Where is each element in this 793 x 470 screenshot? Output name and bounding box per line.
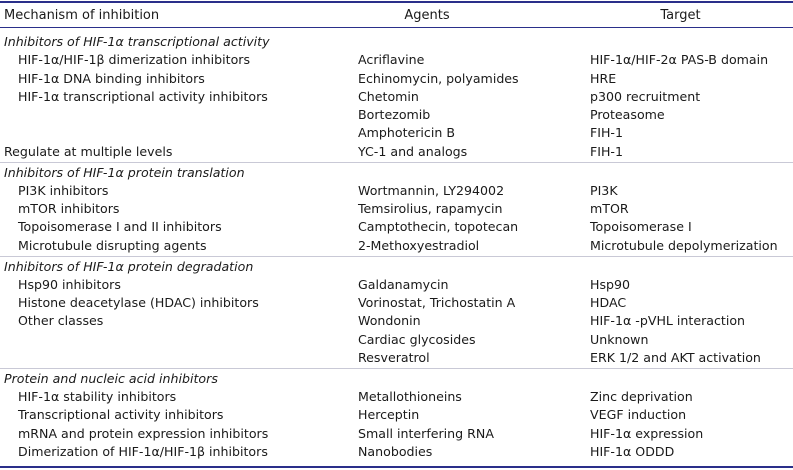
table-row: Resveratrol ERK 1/2 and AKT activation <box>0 349 793 367</box>
column-header-agents: Agents <box>404 8 450 23</box>
table-bottom-rule <box>0 466 793 468</box>
table-row: Cardiac glycosides Unknown <box>0 331 793 349</box>
mechanism-cell: HIF-1α/HIF-1β dimerization inhibitors <box>18 52 251 68</box>
column-header-mechanism: Mechanism of inhibition <box>4 8 160 23</box>
agents-cell: Echinomycin, polyamides <box>358 70 519 86</box>
table-row: Microtubule disrupting agents 2-Methoxyes… <box>0 237 793 255</box>
mechanism-cell: Dimerization of HIF-1α/HIF-1β inhibitors <box>18 444 268 460</box>
agents-cell: Wortmannin, LY294002 <box>358 182 505 198</box>
mechanism-cell: Transcriptional activity inhibitors <box>18 407 224 423</box>
agents-cell: Resveratrol <box>358 350 430 366</box>
section-divider <box>0 367 793 369</box>
target-cell: HRE <box>590 70 617 86</box>
mechanism-cell: Inhibitors of HIF-1α protein translation <box>4 164 245 180</box>
agents-cell: Vorinostat, Trichostatin A <box>358 295 516 311</box>
section-divider <box>0 255 793 257</box>
section-divider <box>0 161 793 163</box>
mechanism-cell: Regulate at multiple levels <box>4 143 173 159</box>
mechanism-cell: Hsp90 inhibitors <box>18 276 121 292</box>
mechanism-cell: mTOR inhibitors <box>18 201 120 217</box>
agents-cell: Camptothecin, topotecan <box>358 219 519 235</box>
section-heading-row: Protein and nucleic acid inhibitors <box>0 370 793 388</box>
agents-cell: Amphotericin B <box>358 125 455 141</box>
table-row: Bortezomib Proteasome <box>0 106 793 124</box>
target-cell: HIF-1α -pVHL interaction <box>590 313 746 329</box>
mechanism-cell: Inhibitors of HIF-1α protein degradation <box>4 258 254 274</box>
target-cell: Microtubule depolymerization <box>590 237 778 253</box>
agents-cell: Small interfering RNA <box>358 425 494 441</box>
agents-cell: Metallothioneins <box>358 389 462 405</box>
target-cell: ERK 1/2 and AKT activation <box>590 350 761 366</box>
target-cell: Unknown <box>590 331 649 347</box>
target-cell: HDAC <box>590 295 627 311</box>
table-row: mRNA and protein expression inhibitors Sm… <box>0 425 793 443</box>
mechanism-cell: HIF-1α stability inhibitors <box>18 389 177 405</box>
mechanism-cell: Inhibitors of HIF-1α transcriptional act… <box>4 34 270 49</box>
target-cell: Zinc deprivation <box>590 389 693 405</box>
mechanism-cell: Other classes <box>18 313 104 329</box>
mechanism-cell: PI3K inhibitors <box>18 182 109 198</box>
section-heading-row: Inhibitors of HIF-1α transcriptional act… <box>0 33 793 51</box>
table-row: Transcriptional activity inhibitors Herce… <box>0 406 793 424</box>
mechanism-cell: HIF-1α DNA binding inhibitors <box>18 70 205 86</box>
target-cell: PI3K <box>590 182 618 198</box>
table-row: Histone deacetylase (HDAC) inhibitors Vor… <box>0 294 793 312</box>
table-row: Topoisomerase I and II inhibitors Camptot… <box>0 218 793 236</box>
target-cell: HIF-1α expression <box>590 425 704 441</box>
target-cell: FIH-1 <box>590 143 623 159</box>
agents-cell: Acriflavine <box>358 52 425 68</box>
agents-cell: Cardiac glycosides <box>358 331 476 347</box>
agents-cell: Nanobodies <box>358 444 433 460</box>
agents-cell: Galdanamycin <box>358 276 449 292</box>
mechanism-cell: mRNA and protein expression inhibitors <box>18 425 269 441</box>
target-cell: Hsp90 <box>590 276 631 292</box>
table-row: HIF-1α/HIF-1β dimerization inhibitors Acr… <box>0 51 793 69</box>
target-cell: Proteasome <box>590 107 665 123</box>
table-row: Dimerization of HIF-1α/HIF-1β inhibitors… <box>0 443 793 461</box>
target-cell: FIH-1 <box>590 125 623 141</box>
agents-cell: YC-1 and analogs <box>358 143 468 159</box>
target-cell: HIF-1α/HIF-2α PAS-B domain <box>590 52 769 68</box>
agents-cell: 2-Methoxyestradiol <box>358 237 480 253</box>
agents-cell: Temsirolius, rapamycin <box>358 201 503 217</box>
mechanism-cell: HIF-1α transcriptional activity inhibito… <box>18 88 268 104</box>
mechanism-cell: Microtubule disrupting agents <box>18 237 207 253</box>
section-heading-row: Inhibitors of HIF-1α protein translation <box>0 164 793 182</box>
table-row: mTOR inhibitors Temsirolius, rapamycin mTO… <box>0 200 793 218</box>
table-row: Hsp90 inhibitors Galdanamycin Hsp90 <box>0 276 793 294</box>
agents-cell: Chetomin <box>358 88 419 104</box>
mechanism-cell: Topoisomerase I and II inhibitors <box>18 219 222 235</box>
target-cell: p300 recruitment <box>590 88 701 104</box>
mechanism-cell: Histone deacetylase (HDAC) inhibitors <box>18 295 259 311</box>
table-row: HIF-1α stability inhibitors Metallothione… <box>0 388 793 406</box>
section-heading-row: Inhibitors of HIF-1α protein degradation <box>0 258 793 276</box>
table-top-rule <box>0 1 793 3</box>
header-rule <box>0 27 793 28</box>
table-row: HIF-1α transcriptional activity inhibito… <box>0 88 793 106</box>
table-row: Regulate at multiple levels YC-1 and anal… <box>0 143 793 161</box>
table-row: Other classes Wondonin HIF-1α -pVHL intera… <box>0 312 793 330</box>
target-cell: VEGF induction <box>590 407 687 423</box>
agents-cell: Herceptin <box>358 407 420 423</box>
target-cell: HIF-1α ODDD <box>590 444 675 460</box>
target-cell: Topoisomerase I <box>590 219 692 235</box>
column-header-target: Target <box>660 8 701 23</box>
target-cell: mTOR <box>590 201 629 217</box>
mechanism-cell: Protein and nucleic acid inhibitors <box>4 370 218 386</box>
agents-cell: Bortezomib <box>358 107 431 123</box>
agents-cell: Wondonin <box>358 313 421 329</box>
table-row: PI3K inhibitors Wortmannin, LY294002 PI3K <box>0 182 793 200</box>
table-row: HIF-1α DNA binding inhibitors Echinomycin… <box>0 70 793 88</box>
table-body: Inhibitors of HIF-1α transcriptional act… <box>0 33 793 461</box>
table-row: Amphotericin B FIH-1 <box>0 124 793 142</box>
